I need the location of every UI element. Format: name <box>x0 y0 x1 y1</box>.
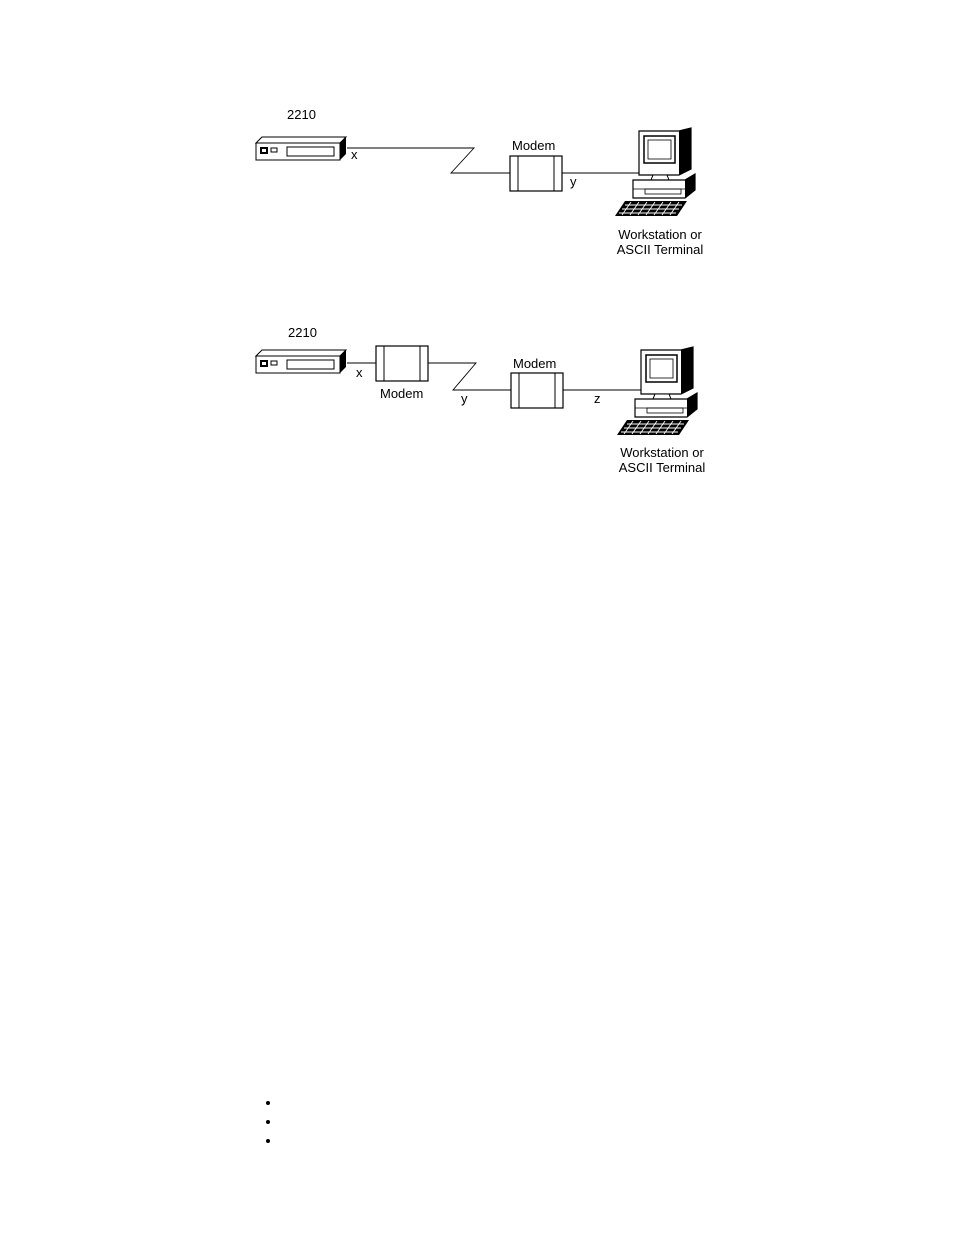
diagram2-line-label-y: y <box>461 391 468 406</box>
diagram2-terminal-caption: Workstation or ASCII Terminal <box>604 445 720 475</box>
diagram1-device-label: 2210 <box>287 107 316 122</box>
diagram1-group <box>255 127 696 217</box>
diagram1-terminal-caption: Workstation or ASCII Terminal <box>602 227 718 257</box>
diagram1-workstation <box>614 127 696 217</box>
bullet-list <box>262 1096 274 1153</box>
bullet-item <box>262 1115 274 1134</box>
diagram1-line-label-y: y <box>570 174 577 189</box>
diagram2-group <box>255 345 698 436</box>
diagram1-terminal-line2: ASCII Terminal <box>616 242 704 257</box>
diagram2-local-modem <box>375 345 429 382</box>
diagram2-line-label-x: x <box>356 365 363 380</box>
diagram1-2210-device <box>255 136 347 161</box>
diagram2-local-modem-label: Modem <box>380 386 424 401</box>
diagram2-device-label: 2210 <box>288 325 317 340</box>
diagram1-terminal-line1: Workstation or <box>618 227 702 242</box>
diagram2-remote-modem-label: Modem <box>513 356 557 371</box>
diagram2-terminal-line2: ASCII Terminal <box>618 460 706 475</box>
diagram1-modem-label: Modem <box>512 138 556 153</box>
diagram1-modem <box>509 155 563 192</box>
diagram2-2210-device <box>255 349 347 374</box>
diagram1-phone-line <box>347 147 510 174</box>
bullet-item <box>262 1134 274 1153</box>
bullet-item <box>262 1096 274 1115</box>
diagram1-line-label-x: x <box>351 147 358 162</box>
diagram2-phone-line <box>428 362 511 391</box>
diagram2-remote-modem <box>510 372 564 409</box>
diagram2-workstation <box>616 346 698 436</box>
diagram2-line-label-z: z <box>594 391 601 406</box>
diagram2-terminal-line1: Workstation or <box>620 445 704 460</box>
